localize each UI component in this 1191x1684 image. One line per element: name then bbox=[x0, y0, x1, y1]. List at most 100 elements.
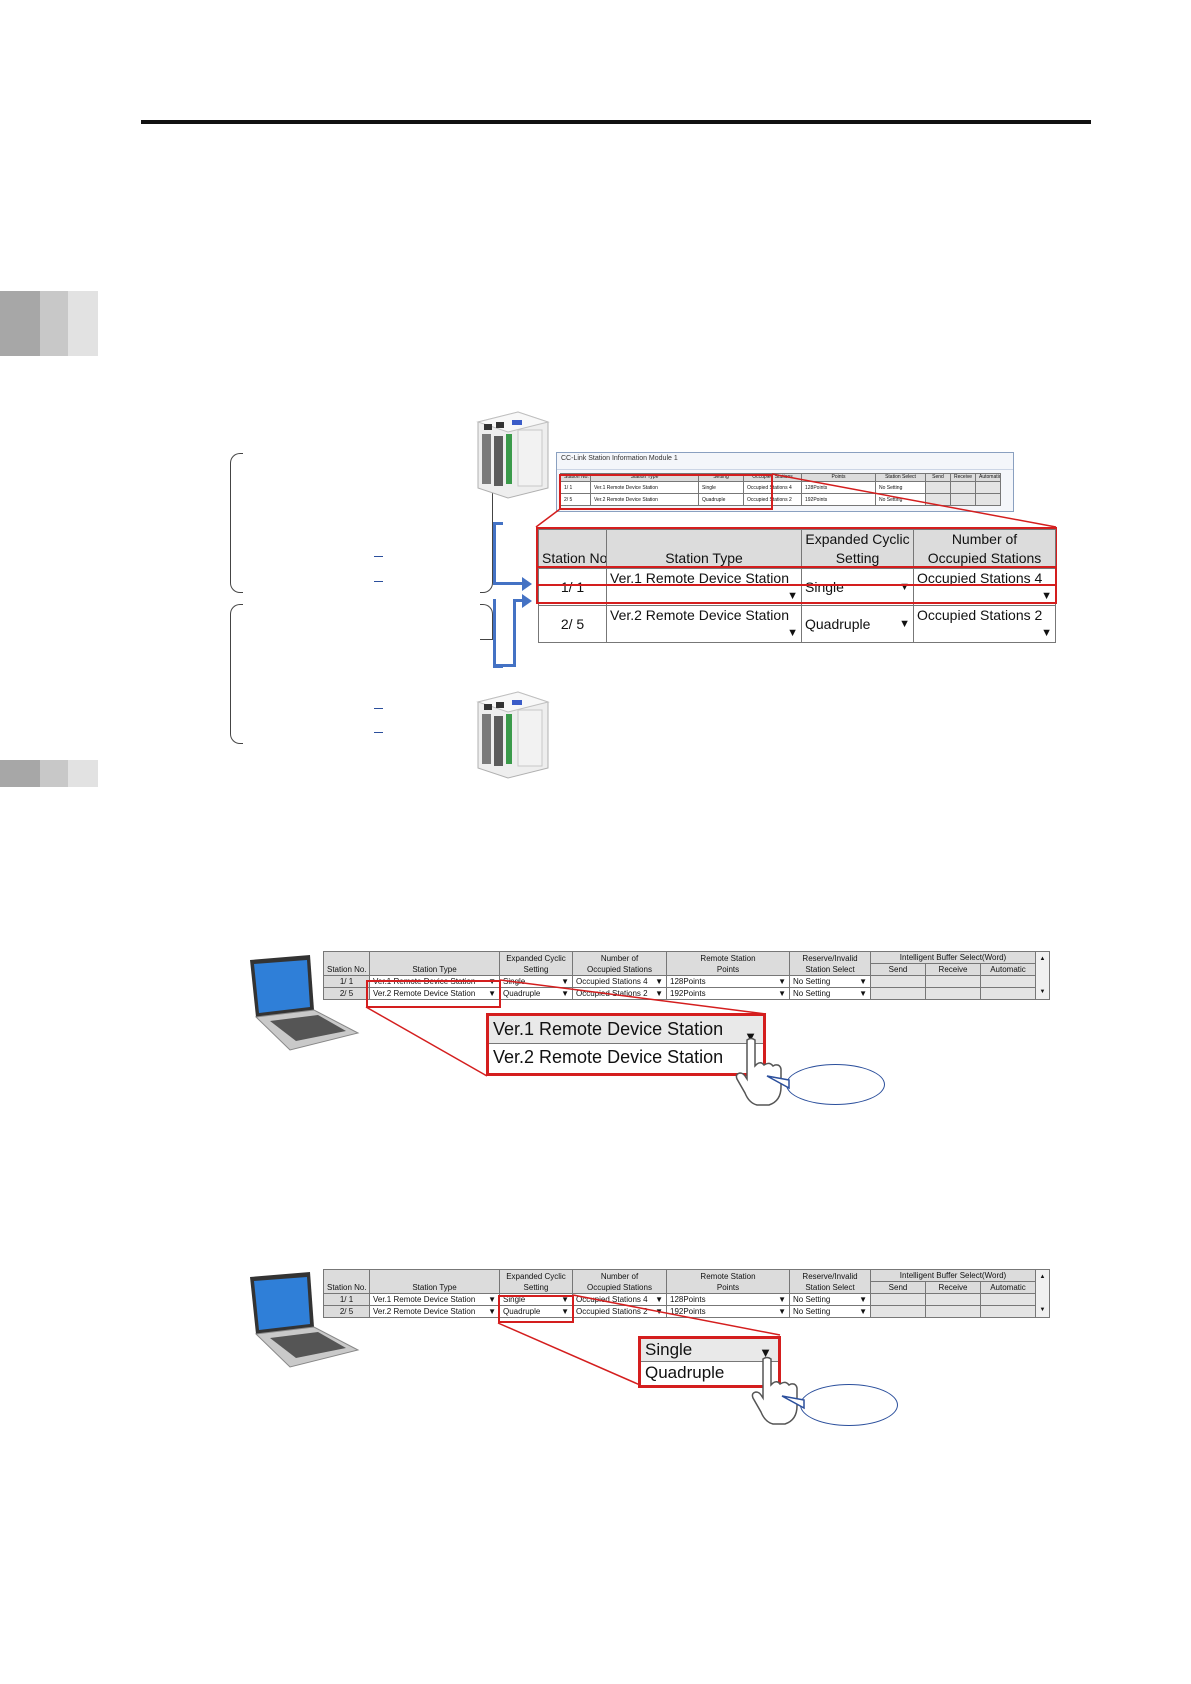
dropdown-arrow-icon[interactable]: ▼ bbox=[859, 1295, 867, 1304]
dropdown-arrow-icon[interactable]: ▼ bbox=[488, 989, 496, 998]
header-station-no: Station No. bbox=[538, 529, 607, 569]
dropdown-arrow-icon[interactable]: ▼ bbox=[859, 989, 867, 998]
dropdown-arrow-icon[interactable]: ▼ bbox=[899, 581, 910, 593]
highlight-box-mini bbox=[559, 474, 773, 510]
dropdown-option-quadruple[interactable]: Quadruple bbox=[645, 1363, 725, 1382]
header-rule bbox=[141, 120, 1091, 124]
connector-line bbox=[493, 522, 503, 525]
dropdown-arrow-icon[interactable]: ▼ bbox=[859, 1307, 867, 1316]
dropdown-option-ver2[interactable]: Ver.2 Remote Device Station bbox=[493, 1047, 724, 1067]
header-automatic: Automatic bbox=[979, 963, 1037, 976]
dropdown-arrow-icon[interactable]: ▼ bbox=[655, 989, 663, 998]
dropdown-arrow-icon[interactable]: ▼ bbox=[561, 989, 569, 998]
cell-reserve[interactable]: No Setting▼ bbox=[789, 987, 871, 1000]
cell-station-type[interactable]: Ver.1 Remote Device Station▼ bbox=[369, 1293, 500, 1306]
cell-expanded-cyclic[interactable]: Quadruple bbox=[698, 493, 744, 506]
cell-station-no: 1/ 1 bbox=[323, 975, 370, 988]
cell-occupied[interactable]: Occupied Stations 4▼ bbox=[913, 568, 1056, 606]
zoom-projection-lines bbox=[365, 979, 767, 1077]
cell-station-type[interactable]: Ver.2 Remote Device Station▼ bbox=[369, 987, 500, 1000]
chapter-tab-bottom bbox=[0, 760, 98, 787]
cell-occupied[interactable]: Occupied Stations 4▼ bbox=[572, 975, 667, 988]
callout-tail bbox=[766, 1075, 790, 1090]
dropdown-arrow-icon[interactable]: ▼ bbox=[778, 977, 786, 986]
station-table-2: Station No. Station Type Expanded Cyclic… bbox=[323, 951, 1051, 1000]
cell-remote-points[interactable]: 192Points bbox=[801, 493, 876, 506]
cell-receive bbox=[925, 975, 981, 988]
controller-module-icon bbox=[476, 691, 550, 779]
header-station-type: Station Type bbox=[369, 951, 500, 976]
cell-station-no: 2/ 5 bbox=[323, 987, 370, 1000]
zoom-projection-lines bbox=[497, 1294, 781, 1386]
cell-receive bbox=[950, 493, 976, 506]
cell-station-no: 2/ 5 bbox=[560, 493, 591, 506]
cell-station-type[interactable]: Ver.1 Remote Device Station bbox=[590, 481, 699, 494]
cell-expanded-cyclic[interactable]: Quadruple▼ bbox=[801, 605, 914, 643]
cell-automatic bbox=[979, 987, 1037, 1000]
zoom-projection-lines bbox=[535, 473, 1057, 528]
cell-station-no: 1/ 1 bbox=[560, 481, 591, 494]
station-table-3: Station No. Station Type Expanded Cyclic… bbox=[323, 1269, 1051, 1318]
header-station-type: Station Type bbox=[606, 529, 802, 569]
dropdown-arrow-icon[interactable]: ▼ bbox=[561, 1295, 569, 1304]
cell-reserve[interactable]: No Setting▼ bbox=[789, 1305, 871, 1318]
highlight-expanded-cyclic-column bbox=[498, 1295, 574, 1323]
dropdown-arrow-icon[interactable]: ▼ bbox=[778, 1295, 786, 1304]
dropdown-arrow-icon[interactable]: ▼ bbox=[561, 1307, 569, 1316]
dropdown-arrow-icon[interactable]: ▼ bbox=[778, 1307, 786, 1316]
dropdown-arrow-icon[interactable]: ▼ bbox=[859, 977, 867, 986]
cell-expanded-cyclic[interactable]: Single▼ bbox=[801, 568, 914, 606]
dropdown-arrow-icon[interactable]: ▼ bbox=[655, 1295, 663, 1304]
underline-mark bbox=[374, 732, 383, 733]
callout-bubble bbox=[786, 1064, 885, 1105]
cell-station-type[interactable]: Ver.2 Remote Device Station▼ bbox=[606, 605, 802, 643]
cell-reserve[interactable]: No Setting bbox=[875, 493, 926, 506]
cell-station-type[interactable]: Ver.2 Remote Device Station▼ bbox=[369, 1305, 500, 1318]
highlight-station-type-column bbox=[366, 980, 501, 1008]
cell-remote-points[interactable]: 192Points▼ bbox=[666, 1305, 790, 1318]
header-send: Send bbox=[870, 1281, 926, 1294]
zoomed-station-table: Station No. Station Type Expanded Cyclic… bbox=[538, 529, 1056, 643]
laptop-icon bbox=[250, 955, 360, 1051]
cell-expanded-cyclic[interactable]: Quadruple▼ bbox=[499, 987, 573, 1000]
cell-reserve[interactable]: No Setting▼ bbox=[789, 1293, 871, 1306]
dropdown-arrow-icon[interactable]: ▼ bbox=[899, 618, 910, 630]
station-table: Station No. Station Type Expanded Cyclic… bbox=[323, 951, 1051, 1000]
dropdown-arrow-icon[interactable]: ▼ bbox=[488, 1307, 496, 1316]
cell-occupied[interactable]: Occupied Stations 2▼ bbox=[572, 987, 667, 1000]
dropdown-arrow-icon[interactable]: ▼ bbox=[655, 977, 663, 986]
cell-occupied[interactable]: Occupied Stations 2▼ bbox=[913, 605, 1056, 643]
dropdown-arrow-icon[interactable]: ▼ bbox=[787, 590, 798, 602]
header-send: Send bbox=[870, 963, 926, 976]
dropdown-arrow-icon[interactable]: ▼ bbox=[778, 989, 786, 998]
dropdown-arrow-icon[interactable]: ▼ bbox=[759, 1345, 772, 1360]
dropdown-arrow-icon[interactable]: ▼ bbox=[488, 1295, 496, 1304]
left-bracket-top bbox=[230, 453, 243, 593]
cell-expanded-cyclic[interactable]: Quadruple▼ bbox=[499, 1305, 573, 1318]
connector-line bbox=[493, 582, 523, 585]
cell-remote-points[interactable]: 128Points▼ bbox=[666, 1293, 790, 1306]
underline-mark bbox=[374, 556, 383, 557]
cell-station-type[interactable]: Ver.2 Remote Device Station bbox=[590, 493, 699, 506]
right-bracket-bottom bbox=[480, 604, 493, 640]
cell-reserve[interactable]: No Setting bbox=[875, 481, 926, 494]
dropdown-option-single[interactable]: Single▼ bbox=[641, 1339, 778, 1362]
cell-receive bbox=[925, 1305, 981, 1318]
scrollbar[interactable]: ▲▼ bbox=[1035, 951, 1051, 1000]
dropdown-arrow-icon[interactable]: ▼ bbox=[1041, 627, 1052, 639]
cell-send bbox=[870, 1293, 926, 1306]
cell-receive bbox=[925, 987, 981, 1000]
dropdown-arrow-icon[interactable]: ▼ bbox=[787, 627, 798, 639]
cell-remote-points[interactable]: 128Points▼ bbox=[666, 975, 790, 988]
dropdown-arrow-icon[interactable]: ▼ bbox=[1041, 590, 1052, 602]
underline-mark bbox=[374, 581, 383, 582]
callout-bubble bbox=[800, 1384, 898, 1426]
dropdown-option-ver1[interactable]: Ver.1 Remote Device Station▼ bbox=[489, 1016, 763, 1044]
dropdown-arrow-icon[interactable]: ▼ bbox=[561, 977, 569, 986]
scrollbar[interactable]: ▲▼ bbox=[1035, 1269, 1051, 1318]
